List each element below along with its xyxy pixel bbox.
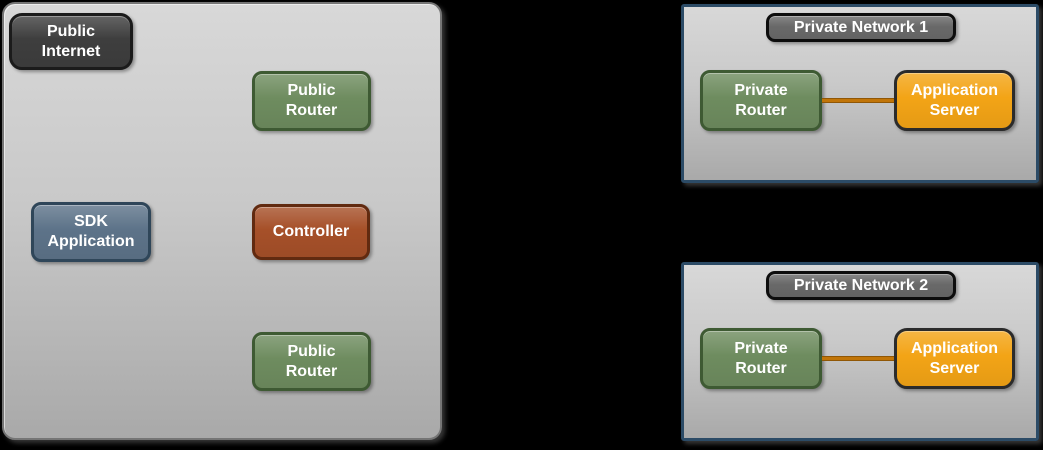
private-network-2-zone: Private Network 2 Private Router Applica…: [681, 262, 1039, 441]
sdk-application-node: SDK Application: [31, 202, 151, 262]
private-network-1-application-server-node: Application Server: [894, 70, 1015, 131]
private-network-1-router-server-link: [822, 98, 894, 103]
public-internet-node: Public Internet: [9, 13, 133, 70]
public-router-top-node: Public Router: [252, 71, 371, 131]
private-network-1-zone: Private Network 1 Private Router Applica…: [681, 4, 1039, 183]
private-network-2-application-server-node: Application Server: [894, 328, 1015, 389]
public-router-bottom-node: Public Router: [252, 332, 371, 391]
public-zone: Public Internet Public Router SDK Applic…: [2, 2, 442, 440]
private-network-1-router-node: Private Router: [700, 70, 822, 131]
private-network-1-title: Private Network 1: [766, 13, 956, 42]
private-network-2-router-node: Private Router: [700, 328, 822, 389]
controller-node: Controller: [252, 204, 370, 260]
private-network-2-title: Private Network 2: [766, 271, 956, 300]
private-network-2-router-server-link: [822, 356, 894, 361]
